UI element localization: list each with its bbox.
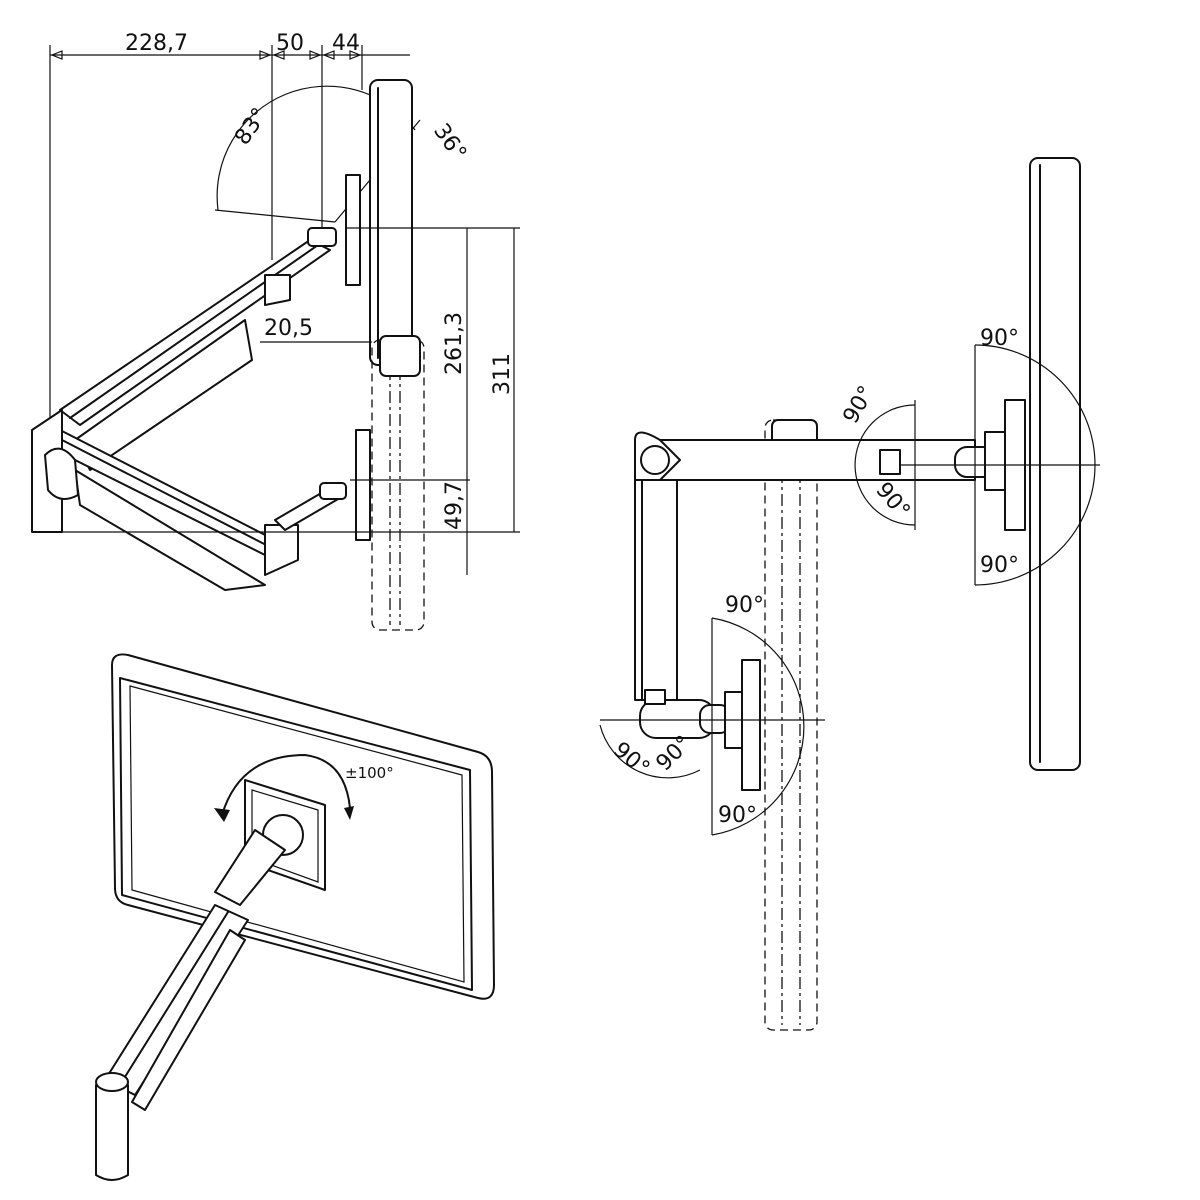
angle-top-2: 90°: [980, 553, 1019, 578]
dim-height-311: 311: [490, 353, 515, 395]
dim-height-497: 49,7: [442, 481, 467, 530]
angle-top-1: 90°: [980, 326, 1019, 351]
angle-top-5: 90°: [725, 593, 764, 618]
dim-height-2613: 261,3: [442, 312, 467, 375]
angle-tilt-forward: 36°: [428, 119, 471, 165]
rotation-label: ±100°: [345, 764, 394, 782]
angle-top-6: 90°: [718, 803, 757, 828]
dim-offset: 20,5: [264, 316, 313, 341]
perspective-view: ±100°: [95, 653, 495, 1181]
dim-width-44: 44: [332, 31, 360, 56]
top-view: 90° 90° 90° 90° 90° 90° 90° 90°: [599, 157, 1100, 1031]
angle-tilt-back: 83°: [230, 104, 273, 150]
dim-width-total: 228,7: [125, 31, 188, 56]
angle-top-4: 90°: [870, 478, 914, 524]
side-view: 228,7 50 44 83° 36°: [31, 31, 520, 631]
dim-width-50: 50: [276, 31, 304, 56]
